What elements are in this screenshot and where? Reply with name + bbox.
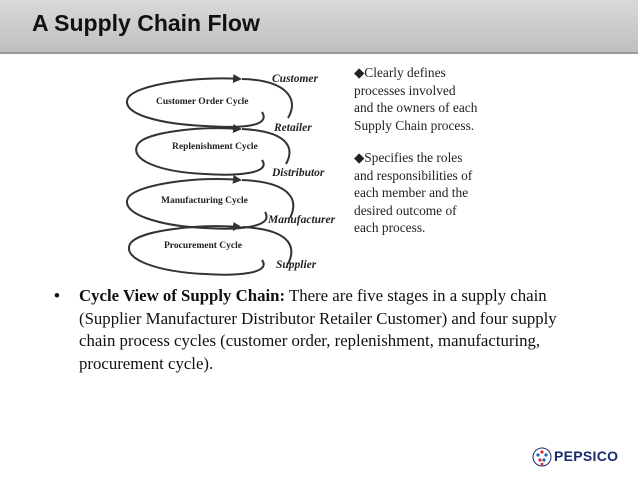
pepsico-logo: PEPSICO (532, 444, 636, 470)
note-line: each member and the (354, 185, 469, 200)
bullet-body: There are five stages in a supply chain … (79, 286, 557, 373)
bullet-heading: Cycle View of Supply Chain: (79, 286, 286, 305)
note-line: Supply Chain process. (354, 117, 475, 133)
stage-label-customer: Customer (272, 73, 319, 85)
note-line: processes involved (354, 82, 456, 98)
note-line: ◆Clearly defines (354, 65, 446, 80)
customer-order-cycle: Customer Order Cycle (126, 73, 293, 128)
note-line: and the owners of each (354, 100, 478, 115)
bullet-marker: • (54, 286, 60, 305)
note-line: desired outcome of (354, 202, 457, 218)
cycle-label: Manufacturing Cycle (161, 196, 248, 206)
note-line: ◆Specifies the roles (354, 150, 463, 165)
cycle-label: Procurement Cycle (164, 241, 242, 251)
stage-label-supplier: Supplier (276, 259, 317, 271)
note-roles: ◆Specifies the roles and responsibilitie… (354, 149, 534, 237)
note-process-definition: ◆Clearly defines processes involved and … (354, 64, 534, 134)
stage-label-distributor: Distributor (271, 167, 325, 179)
diagram-notes: ◆Clearly defines processes involved and … (354, 64, 534, 252)
bullet-point: • Cycle View of Supply Chain: There are … (54, 285, 575, 375)
cycle-label: Customer Order Cycle (156, 97, 249, 107)
cycle-label: Replenishment Cycle (172, 142, 258, 152)
note-line: and responsibilities of (354, 167, 473, 183)
stage-label-retailer: Retailer (273, 122, 312, 134)
replenishment-cycle: Replenishment Cycle (135, 123, 291, 176)
stage-label-manufacturer: Manufacturer (267, 214, 336, 226)
bullet-text: Cycle View of Supply Chain: There are fi… (79, 285, 575, 375)
pepsico-globe-icon (532, 447, 552, 467)
note-line: each process. (354, 220, 426, 235)
procurement-cycle: Procurement Cycle (127, 221, 293, 276)
logo-text: PEPSICO (554, 448, 619, 464)
slide-title: A Supply Chain Flow (32, 10, 260, 36)
title-bar: A Supply Chain Flow (0, 0, 638, 54)
